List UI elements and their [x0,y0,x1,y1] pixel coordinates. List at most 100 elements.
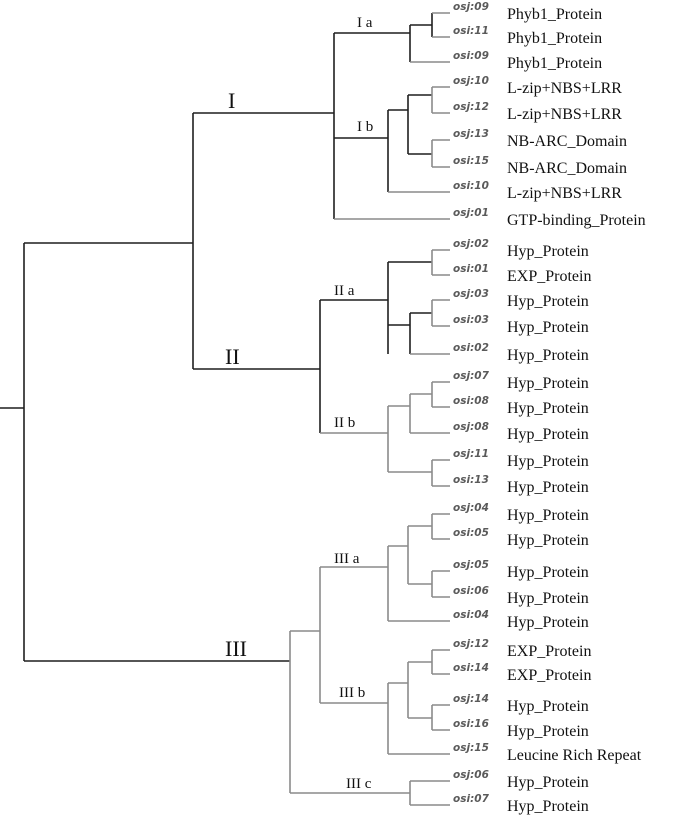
leaf-id: osi:08 [453,395,489,407]
leaf-label: osj:04 Hyp_Protein [453,502,589,524]
leaf-label: osj:11 Hyp_Protein [453,448,589,470]
leaf-label: osj:07 Hyp_Protein [453,370,589,392]
leaf-id: osj:13 [453,128,489,140]
subclade-label: III c [346,776,372,792]
leaf-label: osj:06 Hyp_Protein [453,769,589,791]
leaf-name: EXP_Protein [507,667,591,684]
leaf-label: osj:12 EXP_Protein [453,638,591,660]
subclade-label: II a [334,283,355,299]
subclade-label: II b [334,415,355,431]
leaf-id: osi:02 [453,342,489,354]
leaf-name: Hyp_Protein [507,614,589,631]
leaf-label: osj:13 NB-ARC_Domain [453,128,627,150]
leaf-name: Hyp_Protein [507,507,589,524]
leaf-name: Hyp_Protein [507,319,589,336]
leaf-id: osi:03 [453,314,489,326]
leaf-name: L-zip+NBS+LRR [507,106,622,123]
leaf-name: Hyp_Protein [507,590,589,607]
subclade-label: I b [357,119,373,135]
leaf-name: Hyp_Protein [507,532,589,549]
leaf-name: Hyp_Protein [507,698,589,715]
major-clade-label: I [228,88,235,113]
leaf-id: osi:15 [453,155,489,167]
leaf-name: Hyp_Protein [507,293,589,310]
leaf-name: Phyb1_Protein [507,55,602,72]
leaf-label: osi:02 Hyp_Protein [453,342,589,364]
leaf-name: Phyb1_Protein [507,6,602,23]
leaf-name: NB-ARC_Domain [507,133,627,150]
leaf-name: Hyp_Protein [507,347,589,364]
major-clade-label: III [225,636,247,661]
leaf-label: osi:10 L-zip+NBS+LRR [453,180,622,202]
leaf-name: Hyp_Protein [507,479,589,496]
leaf-label: osi:06 Hyp_Protein [453,585,589,607]
leaf-id: osi:01 [453,263,489,275]
subclade-label: I a [357,15,373,31]
leaf-name: EXP_Protein [507,268,591,285]
leaf-id: osi:05 [453,527,489,539]
tree-branches [0,12,450,806]
leaf-id: osi:10 [453,180,489,192]
leaf-label: osi:14 EXP_Protein [453,662,591,684]
leaf-id: osj:09 [453,1,489,13]
leaf-id: osi:16 [453,718,489,730]
leaf-label: osj:02 Hyp_Protein [453,238,589,260]
leaf-name: Hyp_Protein [507,243,589,260]
leaf-label: osj:05 Hyp_Protein [453,559,589,581]
leaf-label: osi:03 Hyp_Protein [453,314,589,336]
leaf-id: osi:14 [453,662,489,674]
leaf-label: osj:10 L-zip+NBS+LRR [453,75,622,97]
subclade-label: III a [334,551,360,567]
leaf-id: osi:09 [453,50,489,62]
leaf-name: Hyp_Protein [507,400,589,417]
leaf-label: osj:09 Phyb1_Protein [453,1,602,23]
leaf-id: osj:06 [453,769,489,781]
leaf-id: osj:12 [453,638,489,650]
leaf-id: osj:07 [453,370,490,382]
leaf-name: Hyp_Protein [507,426,589,443]
leaf-id: osi:11 [453,25,489,37]
leaf-name: Hyp_Protein [507,774,589,791]
leaf-id: osj:11 [453,448,489,460]
leaf-id: osi:06 [453,585,489,597]
leaf-name: Hyp_Protein [507,375,589,392]
leaf-name: NB-ARC_Domain [507,160,627,177]
leaf-name: Hyp_Protein [507,453,589,470]
leaf-id: osj:05 [453,559,489,571]
leaf-label: osi:08 Hyp_Protein [453,395,589,417]
leaf-name: L-zip+NBS+LRR [507,185,622,202]
leaf-id: osj:03 [453,288,489,300]
leaf-id: osj:02 [453,238,489,250]
leaf-label: osi:15 NB-ARC_Domain [453,155,627,177]
leaf-name: L-zip+NBS+LRR [507,80,622,97]
leaf-label: osj:01 GTP-binding_Protein [453,207,646,229]
leaf-name: Hyp_Protein [507,723,589,740]
leaf-label: osi:01 EXP_Protein [453,263,591,285]
leaf-id: osj:15 [453,742,489,754]
leaf-name: Hyp_Protein [507,564,589,581]
leaf-label: osj:15 Leucine Rich Repeat [453,742,642,764]
leaf-id: osj:01 [453,207,489,219]
leaf-name: Phyb1_Protein [507,30,602,47]
leaf-label: osi:04 Hyp_Protein [453,609,589,631]
leaf-id: osj:04 [453,502,489,514]
leaf-label: osi:05 Hyp_Protein [453,527,589,549]
leaf-name: Leucine Rich Repeat [507,747,642,764]
leaf-id: osi:04 [453,609,489,621]
leaf-id: osi:07 [453,793,490,805]
major-clade-label: II [225,344,240,369]
leaf-label: osj:14 Hyp_Protein [453,693,589,715]
leaf-label: osi:11 Phyb1_Protein [453,25,602,47]
leaf-name: GTP-binding_Protein [507,212,646,229]
leaf-label: osj:03 Hyp_Protein [453,288,589,310]
leaf-id: osj:10 [453,75,489,87]
leaf-name: EXP_Protein [507,643,591,660]
leaf-id: osj:14 [453,693,489,705]
leaf-label: osi:09 Phyb1_Protein [453,50,602,72]
